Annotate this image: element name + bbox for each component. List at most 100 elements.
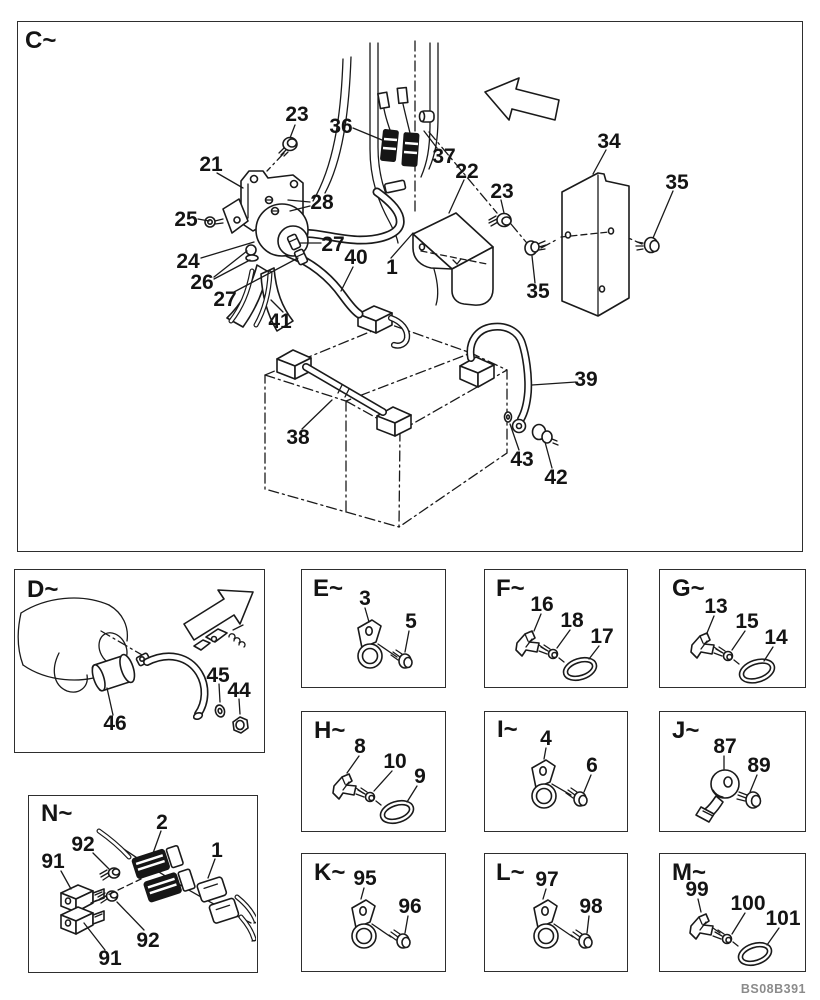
nut-44-art: [232, 716, 249, 734]
loop-9-art: [379, 799, 415, 825]
panel-m: M~ 99 100 101: [659, 853, 806, 972]
clamp-95-art: [351, 899, 392, 949]
callout-95: 95: [353, 867, 377, 890]
direction-arrow-icon: [484, 77, 560, 121]
panel-n: N~ 92 91 2 1 92 91: [28, 795, 258, 973]
panel-f: F~ 16 18 17: [484, 569, 628, 688]
panel-l-label: L~: [496, 859, 525, 886]
callout-1: 1: [211, 839, 223, 862]
panel-i-drawing: I~ 4 6: [497, 716, 598, 809]
callout-87: 87: [713, 735, 736, 758]
panel-h: H~ 8 10 9: [301, 711, 446, 832]
callout-15: 15: [735, 610, 759, 633]
panel-c-label: C~: [25, 27, 56, 54]
panel-e-label: E~: [313, 575, 343, 602]
leader-lines: [60, 830, 216, 951]
terminal-bracket-91-art: [60, 906, 105, 935]
callout-92-b: 92: [136, 929, 159, 952]
panel-c-drawing: C~ 23 36 37 22 23 34 35 35 21 25 28 24 2…: [25, 27, 689, 528]
callout-23-a: 23: [285, 103, 308, 126]
callout-91-a: 91: [41, 850, 65, 873]
callout-23-b: 23: [490, 180, 513, 203]
callout-100: 100: [730, 892, 765, 915]
callout-16: 16: [530, 593, 553, 616]
panel-k-drawing: K~ 95 96: [314, 859, 422, 949]
callout-97: 97: [535, 868, 558, 891]
fusible-link-2-art: [131, 845, 196, 903]
starter-cable-art: [135, 652, 209, 721]
callout-38: 38: [286, 426, 310, 449]
frame-art: [312, 40, 439, 244]
callout-25: 25: [174, 208, 198, 231]
callout-2: 2: [156, 811, 168, 834]
callout-24: 24: [176, 250, 200, 273]
callout-46: 46: [103, 712, 126, 735]
panel-e-drawing: E~ 3 5: [313, 575, 417, 669]
connector-1-art: [196, 876, 240, 924]
screw-100-art: [712, 929, 733, 945]
callout-96: 96: [398, 895, 421, 918]
boot-46-art: [91, 653, 136, 692]
clip-13-art: [690, 632, 715, 659]
callout-89: 89: [747, 754, 770, 777]
panel-f-label: F~: [496, 575, 525, 602]
leader-lines: [197, 124, 674, 469]
panel-j-label: J~: [672, 717, 699, 744]
callout-34: 34: [597, 130, 621, 153]
callout-101: 101: [765, 907, 800, 930]
callout-1: 1: [386, 256, 398, 279]
callout-3: 3: [359, 587, 371, 610]
washer-43-art: [503, 411, 513, 423]
leader-lines: [706, 615, 774, 665]
leader-lines: [364, 607, 410, 653]
callout-36: 36: [329, 115, 352, 138]
figure-code: BS08B391: [740, 982, 806, 996]
callout-45: 45: [206, 664, 230, 687]
callout-5: 5: [405, 610, 417, 633]
washer-45-art: [214, 704, 226, 718]
panel-c: C~ 23 36 37 22 23 34 35 35 21 25 28 24 2…: [17, 21, 803, 552]
cover-22-art: [412, 212, 494, 306]
leader-lines: [697, 898, 780, 947]
panel-m-label: M~: [672, 859, 706, 886]
bolt-35-left-art: [524, 240, 547, 256]
callout-43: 43: [510, 448, 533, 471]
clamp-87-art: [695, 769, 740, 823]
battery-post-art: [276, 305, 495, 437]
callout-27-a: 27: [321, 233, 344, 256]
bolt-35-right-art: [635, 236, 660, 254]
callout-4: 4: [540, 727, 552, 750]
callout-26: 26: [190, 271, 213, 294]
callout-27-b: 27: [213, 288, 236, 311]
callout-41: 41: [268, 310, 292, 333]
panel-n-drawing: N~ 92 91 2 1 92 91: [41, 800, 256, 970]
callout-17: 17: [590, 625, 613, 648]
clip-8-art: [332, 773, 357, 800]
callout-91-b: 91: [98, 947, 122, 970]
bolt-98-art: [570, 929, 593, 949]
bolt-89-art: [736, 791, 762, 809]
bolt-23b-art: [488, 212, 512, 228]
bolt-5-art: [390, 649, 413, 669]
leader-lines: [533, 613, 600, 663]
callout-21: 21: [199, 153, 223, 176]
leader-lines: [542, 888, 590, 934]
panel-d-label: D~: [27, 576, 58, 603]
clamp-4-art: [531, 759, 572, 809]
panel-g: G~ 13 15 14: [659, 569, 806, 688]
panel-m-drawing: M~ 99 100 101: [672, 859, 801, 967]
panel-f-drawing: F~ 16 18 17: [496, 575, 614, 682]
callout-92-a: 92: [71, 833, 94, 856]
leader-lines: [543, 747, 592, 793]
panel-h-label: H~: [314, 717, 345, 744]
harness-art: [293, 86, 435, 245]
panel-l-drawing: L~ 97 98: [496, 859, 603, 949]
bolt-6-art: [565, 787, 588, 807]
callout-8: 8: [354, 735, 366, 758]
loop-17-art: [562, 656, 598, 682]
panel-k: K~ 95 96: [301, 853, 446, 972]
leader-lines: [723, 755, 758, 793]
leader-lines: [106, 683, 241, 716]
panel-l: L~ 97 98: [484, 853, 628, 972]
